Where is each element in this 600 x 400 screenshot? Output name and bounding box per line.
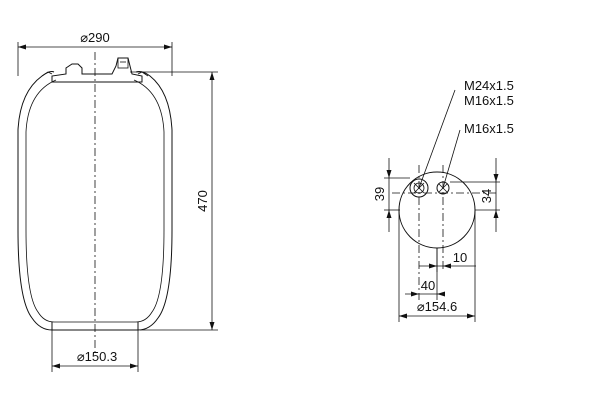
dim-top-diameter: ⌀290 — [17, 30, 173, 76]
dim-39: 39 — [372, 158, 410, 232]
dim-39-label: 39 — [372, 187, 387, 201]
dim-34: 34 — [450, 158, 500, 232]
side-view: ⌀290 470 ⌀150.3 — [17, 30, 218, 372]
top-view: M24x1.5 M16x1.5 M16x1.5 39 34 10 — [372, 78, 514, 322]
leader-m16 — [442, 129, 461, 189]
dim-top-diameter-label: ⌀290 — [80, 30, 110, 45]
dim-plate-diameter-label: ⌀154.6 — [417, 299, 457, 314]
side-mount-left — [41, 71, 53, 77]
callout-m16-b: M16x1.5 — [464, 121, 514, 136]
dim-bottom-diameter-label: ⌀150.3 — [77, 349, 117, 364]
callout-m16-a: M16x1.5 — [464, 93, 514, 108]
dim-plate-diameter: ⌀154.6 — [398, 210, 476, 322]
dim-10: 10 — [419, 248, 476, 272]
dim-40: 40 — [405, 248, 445, 300]
plate-circle — [398, 171, 476, 249]
dim-height: 470 — [130, 71, 218, 331]
bottom-plate — [51, 322, 139, 330]
bellow-inner-outline — [25, 79, 165, 323]
dim-bottom-diameter: ⌀150.3 — [51, 330, 139, 372]
dim-34-label: 34 — [479, 189, 494, 203]
dim-10-label: 10 — [453, 250, 467, 265]
callout-m24: M24x1.5 — [464, 78, 514, 93]
leader-m24 — [418, 89, 456, 189]
top-plate — [51, 57, 143, 83]
dim-height-label: 470 — [195, 190, 210, 212]
top-bolt — [117, 57, 129, 69]
dim-40-label: 40 — [421, 278, 435, 293]
